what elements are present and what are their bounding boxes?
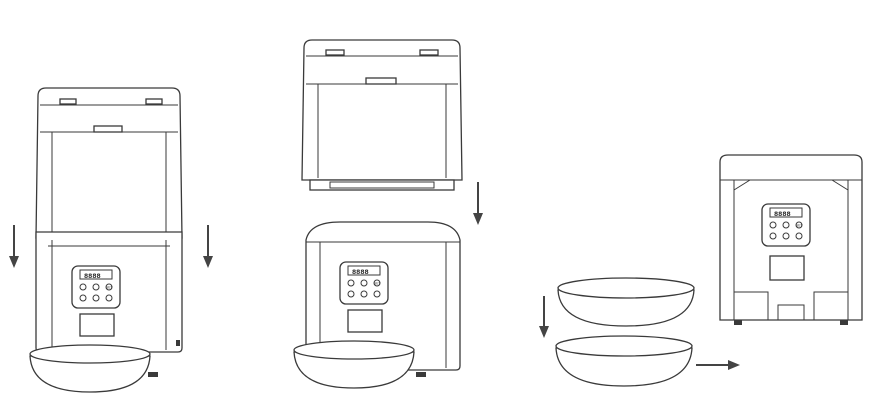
hopper: [301, 39, 463, 191]
arrow-down-left: [9, 225, 19, 268]
hopper: [35, 87, 183, 239]
arrow-right: [696, 360, 740, 370]
food-bowl: [29, 344, 151, 393]
lcd-display-text: 8888: [84, 273, 101, 280]
food-bowl-lower: [555, 335, 693, 387]
base: 8888 SET: [719, 154, 863, 325]
arrow-down: [539, 296, 549, 338]
food-bowl-upper: [557, 277, 695, 327]
lcd-display-text: 8888: [352, 269, 369, 276]
base: 8888 SET: [35, 231, 183, 377]
scene-assembled-feeder: 8888 SET: [9, 87, 213, 393]
base: 8888 SET: [305, 221, 461, 377]
lcd-display-text: 8888: [774, 211, 791, 218]
scene-bowl-removed: 8888 SET: [539, 154, 863, 387]
set-button-label: SET: [796, 224, 803, 228]
arrow-down: [473, 182, 483, 225]
scene-hopper-lifted: 8888 SET: [293, 39, 483, 389]
food-bowl: [293, 340, 415, 389]
arrow-down-right: [203, 225, 213, 268]
set-button-label: SET: [374, 282, 381, 286]
set-button-label: SET: [106, 286, 113, 290]
